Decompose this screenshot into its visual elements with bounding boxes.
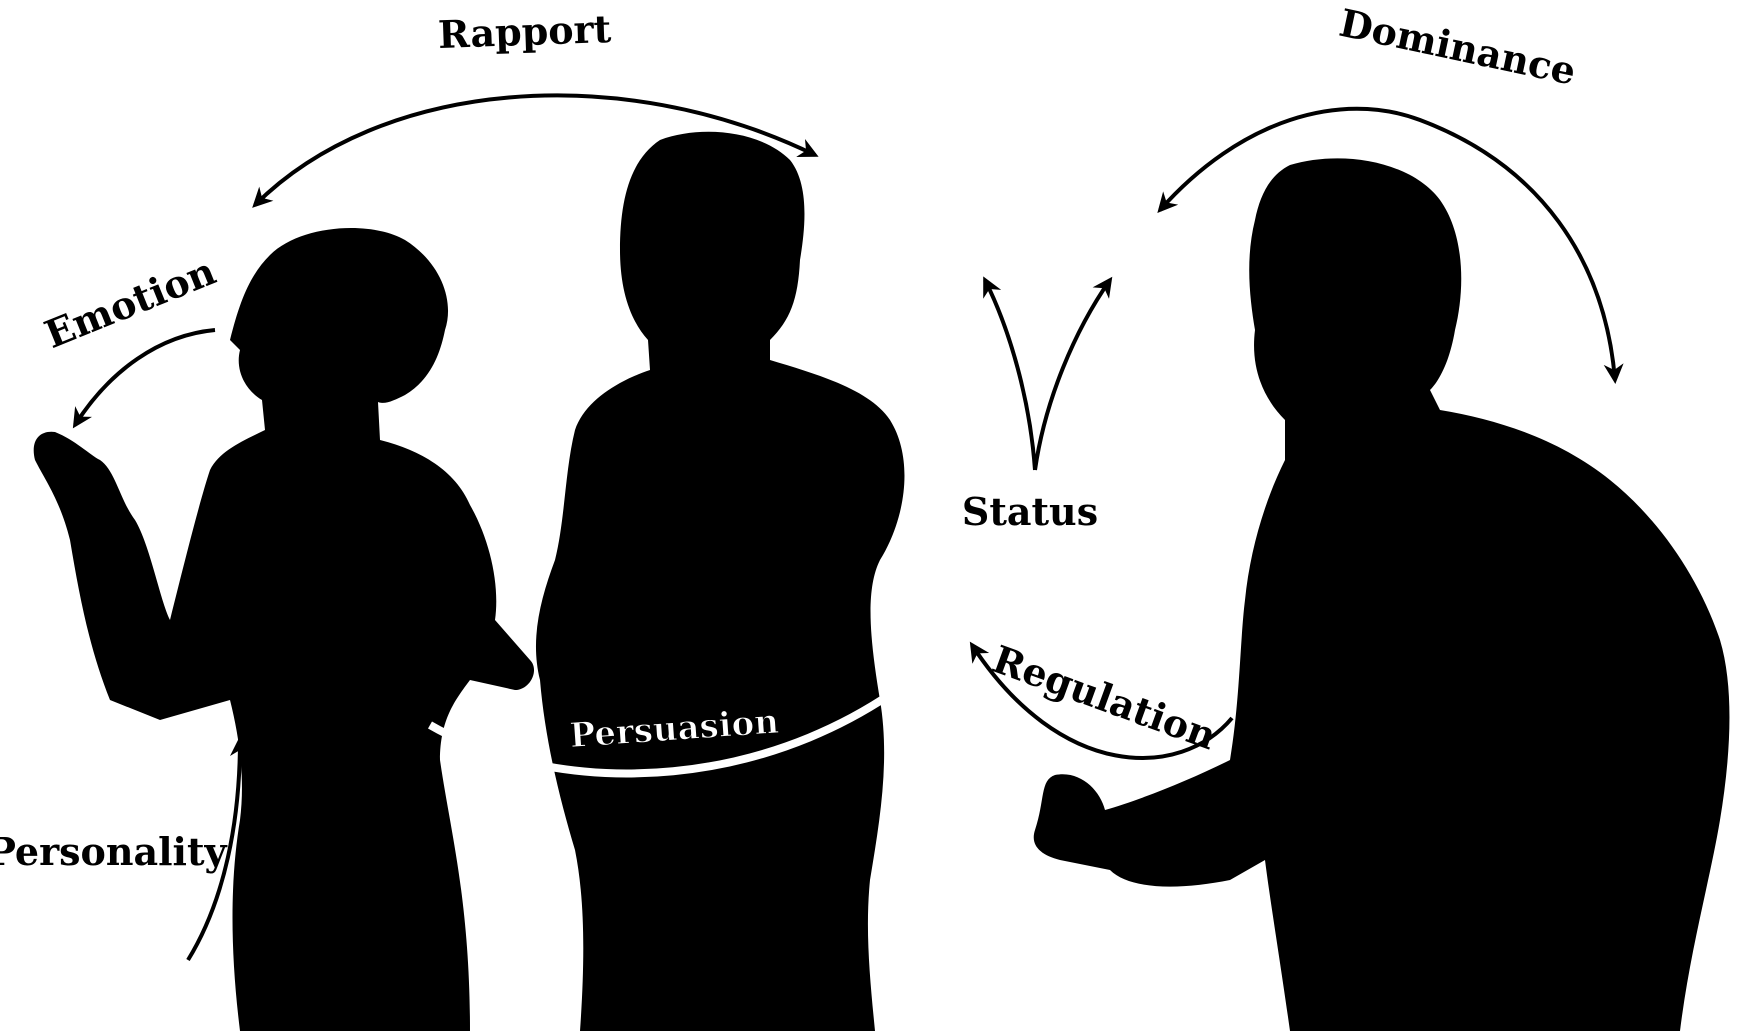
emotion-arrow xyxy=(75,330,215,425)
status-arrow-right xyxy=(1035,280,1110,470)
label-regulation: Regulation xyxy=(987,636,1222,758)
tall-man-silhouette xyxy=(1034,158,1730,1031)
label-personality: Personality xyxy=(0,829,228,874)
label-emotion: Emotion xyxy=(38,248,221,357)
label-dominance: Dominance xyxy=(1336,0,1580,94)
man-silhouette xyxy=(536,132,905,1031)
label-status: Status xyxy=(962,489,1098,534)
status-arrow-left xyxy=(985,280,1035,470)
label-rapport: Rapport xyxy=(437,6,612,57)
woman-silhouette xyxy=(34,228,534,1031)
